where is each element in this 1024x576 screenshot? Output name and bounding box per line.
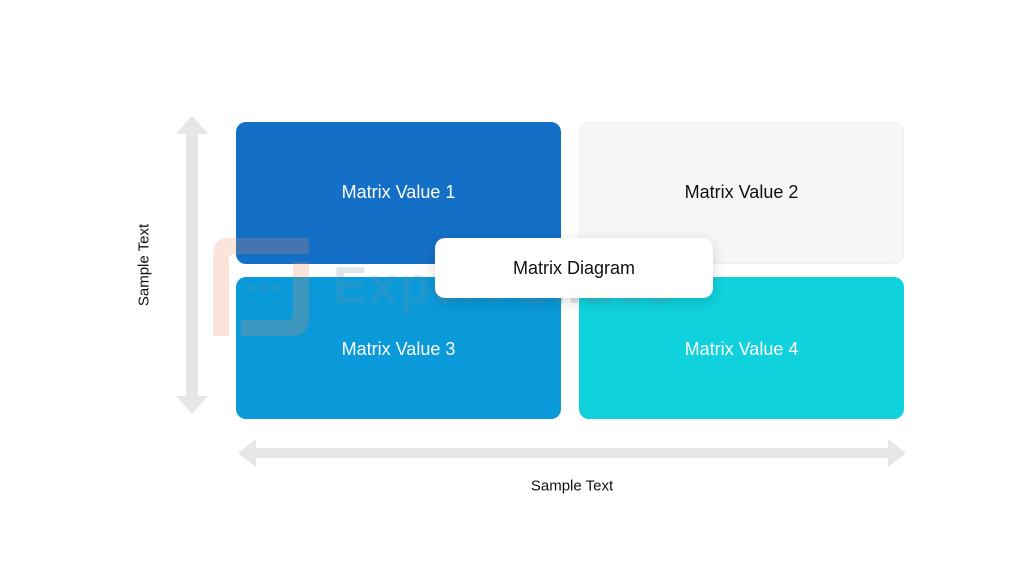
quadrant-1: Matrix Value 1 [236, 122, 561, 264]
quadrant-2-label: Matrix Value 2 [684, 181, 799, 202]
center-title-box: Matrix Diagram [435, 238, 713, 298]
y-axis-arrow [176, 116, 208, 414]
quadrant-4: Matrix Value 4 [579, 277, 904, 419]
x-axis-arrow [238, 439, 906, 467]
center-title: Matrix Diagram [512, 257, 636, 278]
quadrant-4-label: Matrix Value 4 [684, 338, 799, 359]
quadrant-3-label: Matrix Value 3 [341, 338, 456, 359]
x-axis-label: Sample Text [530, 477, 614, 495]
quadrant-3: Matrix Value 3 [236, 277, 561, 419]
y-axis-label: Sample Text [135, 223, 153, 307]
quadrant-1-label: Matrix Value 1 [341, 181, 456, 202]
